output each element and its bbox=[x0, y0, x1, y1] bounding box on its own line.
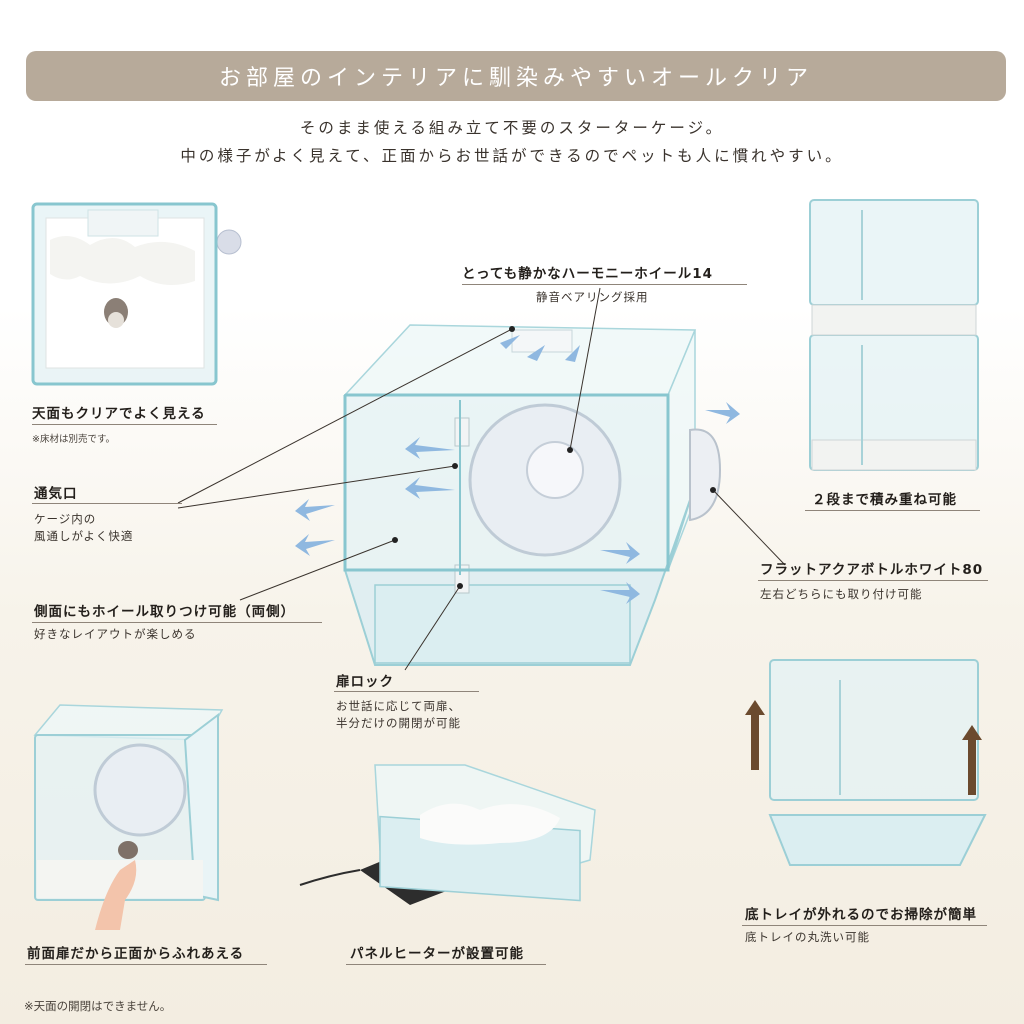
intro-line-2: 中の様子がよく見えて、正面からお世話ができるのでペットも人に慣れやすい。 bbox=[180, 147, 844, 165]
divider bbox=[805, 510, 980, 511]
divider bbox=[462, 284, 747, 285]
divider bbox=[32, 503, 182, 504]
vent-title: 通気口 bbox=[34, 486, 78, 502]
front-door-image bbox=[33, 704, 224, 930]
door-lock-desc-2: 半分だけの開閉が可能 bbox=[336, 716, 461, 730]
heater-title: パネルヒーターが設置可能 bbox=[350, 946, 524, 962]
divider bbox=[758, 580, 988, 581]
door-lock-title: 扉ロック bbox=[336, 674, 394, 690]
stacked-cages-image bbox=[809, 199, 979, 471]
divider bbox=[32, 622, 322, 623]
divider bbox=[346, 964, 546, 965]
divider bbox=[742, 925, 987, 926]
footnote: ※天面の開閉はできません。 bbox=[24, 999, 172, 1013]
banner-title: お部屋のインテリアに馴染みやすいオールクリア bbox=[218, 66, 813, 91]
tray-removal-image bbox=[745, 659, 987, 866]
wheel-desc: 静音ベアリング採用 bbox=[536, 290, 649, 304]
vent-desc-1: ケージ内の bbox=[34, 512, 97, 526]
tray-title: 底トレイが外れるのでお掃除が簡単 bbox=[745, 907, 977, 923]
top-view-cage-image bbox=[31, 202, 242, 386]
vent-desc-2: 風通しがよく快適 bbox=[34, 529, 134, 543]
panel-heater-image bbox=[299, 764, 596, 905]
side-wheel-desc: 好きなレイアウトが楽しめる bbox=[34, 627, 197, 641]
divider bbox=[334, 691, 479, 692]
intro-line-1: そのまま使える組み立て不要のスターターケージ。 bbox=[299, 119, 725, 137]
main-cage-image bbox=[295, 324, 740, 666]
side-wheel-title: 側面にもホイール取りつけ可能（両側） bbox=[34, 604, 296, 620]
bottle-desc: 左右どちらにも取り付け可能 bbox=[760, 587, 923, 601]
top-clear-note: ※床材は別売です。 bbox=[32, 434, 116, 445]
bottle-title: フラットアクアボトルホワイト80 bbox=[760, 562, 984, 578]
top-clear-title: 天面もクリアでよく見える bbox=[32, 406, 206, 422]
tray-desc: 底トレイの丸洗い可能 bbox=[745, 930, 870, 944]
door-lock-desc-1: お世話に応じて両扉、 bbox=[336, 699, 461, 713]
stack-title: ２段まで積み重ね可能 bbox=[812, 492, 957, 508]
divider bbox=[32, 424, 217, 425]
divider bbox=[25, 964, 267, 965]
front-door-title: 前面扉だから正面からふれあえる bbox=[27, 946, 245, 962]
wheel-title: とっても静かなハーモニーホイール14 bbox=[462, 266, 714, 282]
title-banner: お部屋のインテリアに馴染みやすいオールクリア bbox=[26, 51, 1006, 101]
